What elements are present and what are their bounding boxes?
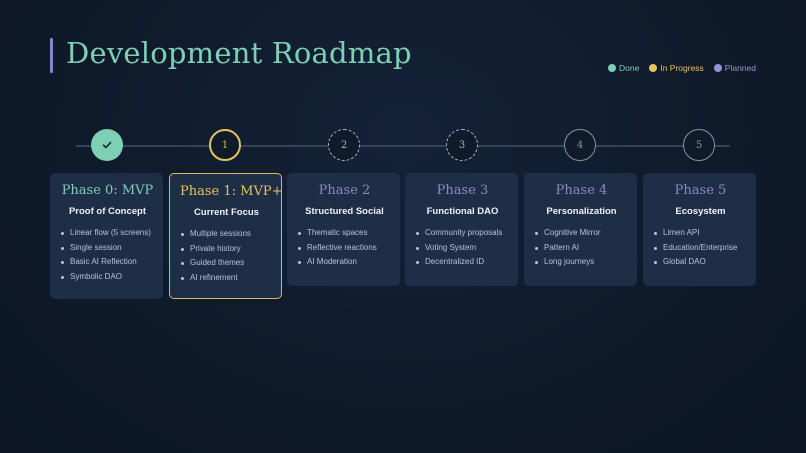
list-item: Guided themes xyxy=(180,256,273,271)
node-number: 5 xyxy=(695,139,703,151)
list-item: Global DAO xyxy=(653,255,748,270)
planned-dot-icon xyxy=(713,64,722,72)
list-item: AI refinement xyxy=(180,271,273,286)
phase-card-1: Phase 1: MVP+ Current Focus Multiple ses… xyxy=(169,173,283,299)
phase-title: Phase 3 xyxy=(436,183,489,198)
list-item: Reflective reactions xyxy=(297,241,392,256)
title-accent-bar xyxy=(50,38,53,73)
legend-label: In Progress xyxy=(660,63,704,73)
timeline-line xyxy=(76,145,730,147)
list-item: Symbolic DAO xyxy=(60,270,155,285)
legend-label: Done xyxy=(619,63,640,73)
phase-card-3: Phase 3 Functional DAO Community proposa… xyxy=(405,173,518,286)
node-number: 3 xyxy=(458,139,466,151)
list-item: Community proposals xyxy=(415,226,510,241)
phase-subtitle: Current Focus xyxy=(194,207,259,218)
list-item: Cognitive Mirror xyxy=(534,226,629,241)
phase-card-0: Phase 0: MVP Proof of Concept Linear flo… xyxy=(50,173,163,299)
phase-subtitle: Functional DAO xyxy=(426,206,499,217)
legend-planned: Planned xyxy=(713,63,756,73)
done-dot-icon xyxy=(608,64,616,72)
list-item: Multiple sessions xyxy=(180,227,273,242)
phase-title: Phase 0: MVP xyxy=(61,183,154,198)
phase-title: Phase 1: MVP+ xyxy=(180,184,283,199)
in-progress-dot-icon xyxy=(649,64,658,72)
list-item: Basic AI Reflection xyxy=(60,255,155,270)
legend-in-progress: In Progress xyxy=(649,63,704,73)
list-item: Education/Enterprise xyxy=(653,241,748,256)
phase-card-5: Phase 5 Ecosystem Limen API Education/En… xyxy=(643,173,756,286)
phase-items: Multiple sessions Private history Guided… xyxy=(180,227,273,285)
phase-title: Phase 5 xyxy=(674,183,727,198)
list-item: Private history xyxy=(180,242,273,257)
phase-card-2: Phase 2 Structured Social Thematic space… xyxy=(287,173,400,286)
list-item: Limen API xyxy=(653,226,748,241)
phase-items: Linear flow (5 screens) Single session B… xyxy=(60,226,155,284)
node-number: 4 xyxy=(576,139,584,151)
phase-items: Community proposals Voting System Decent… xyxy=(415,226,510,270)
phase-items: Cognitive Mirror Pattern AI Long journey… xyxy=(534,226,629,270)
phase-items: Limen API Education/Enterprise Global DA… xyxy=(653,226,748,270)
list-item: Thematic spaces xyxy=(297,226,392,241)
timeline-node-phase-1: 1 xyxy=(209,129,241,161)
node-number: 1 xyxy=(221,139,229,151)
timeline-node-phase-2: 2 xyxy=(328,129,360,161)
phase-items: Thematic spaces Reflective reactions AI … xyxy=(297,226,392,270)
list-item: AI Moderation xyxy=(297,255,392,270)
page-title: Development Roadmap xyxy=(66,36,412,70)
list-item: Linear flow (5 screens) xyxy=(60,226,155,241)
phase-subtitle: Ecosystem xyxy=(675,206,726,217)
phase-subtitle: Structured Social xyxy=(305,206,384,217)
phase-subtitle: Proof of Concept xyxy=(68,206,147,217)
status-legend: Done In Progress Planned xyxy=(608,63,756,73)
list-item: Decentralized ID xyxy=(415,255,510,270)
node-number: 2 xyxy=(340,139,348,151)
checkmark-icon xyxy=(102,141,112,149)
timeline-node-phase-0 xyxy=(91,129,123,161)
timeline-node-phase-3: 3 xyxy=(446,129,478,161)
list-item: Pattern AI xyxy=(534,241,629,256)
timeline-node-phase-4: 4 xyxy=(564,129,596,161)
phase-card-4: Phase 4 Personalization Cognitive Mirror… xyxy=(524,173,637,286)
legend-done: Done xyxy=(608,63,639,73)
list-item: Long journeys xyxy=(534,255,629,270)
timeline-node-phase-5: 5 xyxy=(683,129,715,161)
list-item: Single session xyxy=(60,241,155,256)
phase-title: Phase 4 xyxy=(555,183,608,198)
phase-subtitle: Personalization xyxy=(546,206,617,217)
list-item: Voting System xyxy=(415,241,510,256)
legend-label: Planned xyxy=(724,63,756,73)
phase-title: Phase 2 xyxy=(318,183,371,198)
